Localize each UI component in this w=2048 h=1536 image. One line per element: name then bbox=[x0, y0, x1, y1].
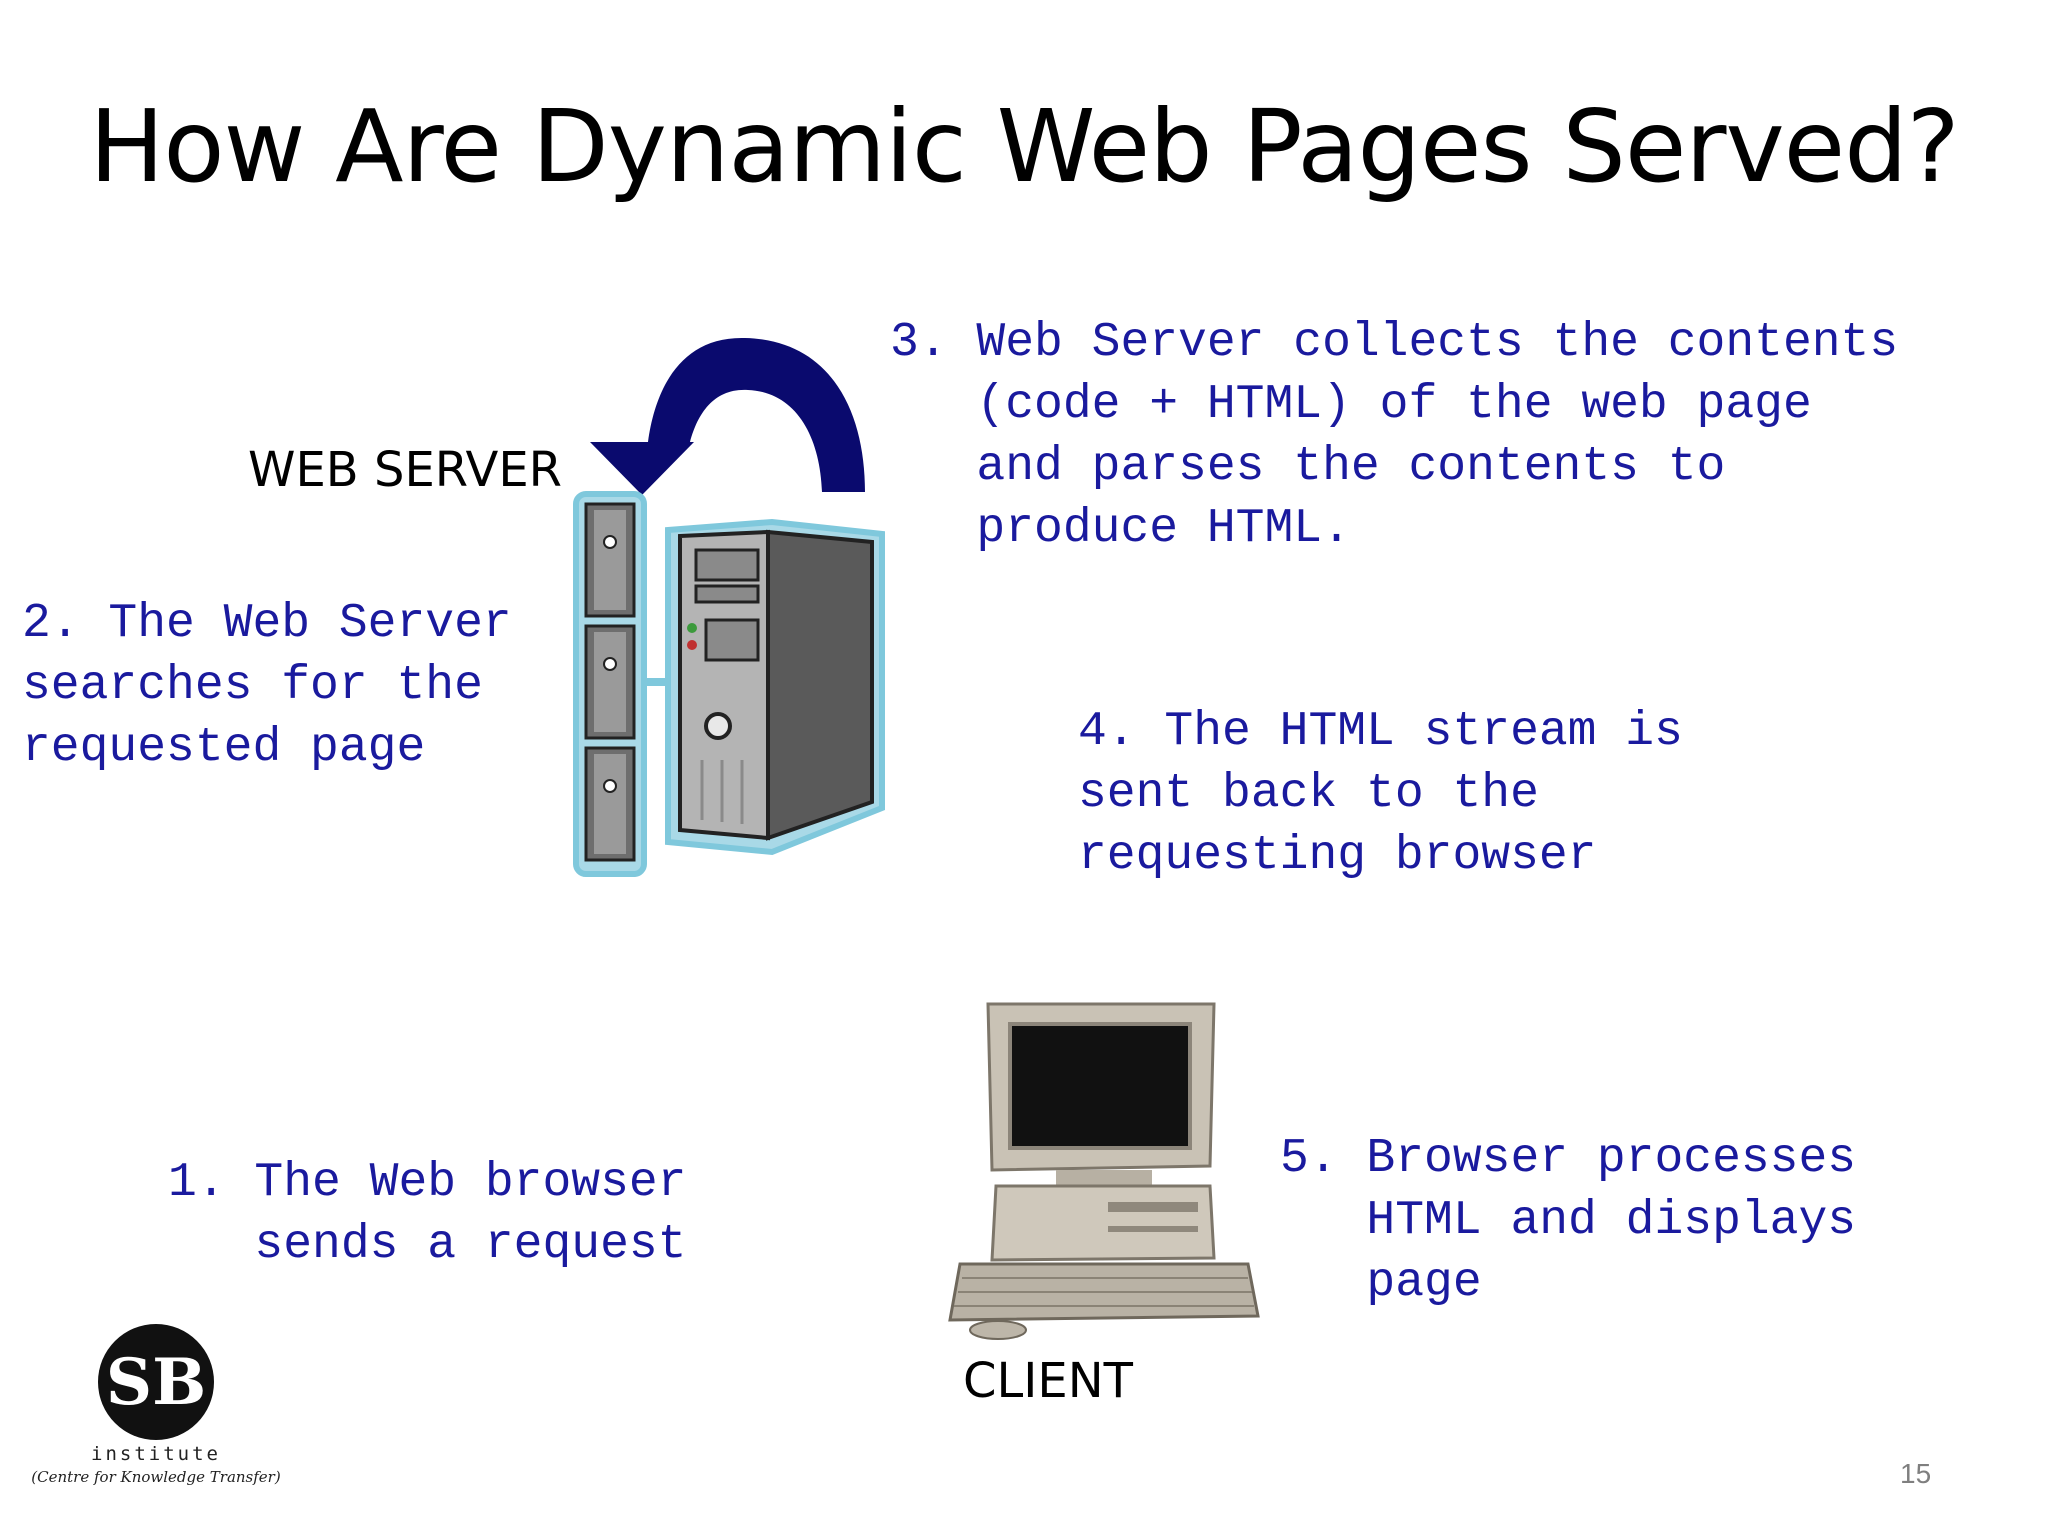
svg-text:(Centre for Knowledge Transfer: (Centre for Knowledge Transfer) bbox=[31, 1468, 281, 1486]
step-1-text: 1. The Web browser sends a request bbox=[168, 1156, 687, 1272]
svg-text:SB: SB bbox=[106, 1345, 206, 1420]
step-4-text: 4. The HTML stream is sent back to the r… bbox=[1078, 705, 1683, 883]
page-number: 15 bbox=[1900, 1458, 1932, 1489]
step-2-text: 2. The Web Server searches for the reque… bbox=[22, 597, 512, 775]
curved-arrow-icon bbox=[590, 337, 865, 495]
web-server-icon bbox=[573, 491, 885, 877]
svg-text:institute: institute bbox=[91, 1443, 221, 1465]
step-3-text: 3. Web Server collects the contents (cod… bbox=[890, 316, 1899, 556]
institute-logo: SB institute (Centre for Knowledge Trans… bbox=[28, 1318, 288, 1488]
client-label: CLIENT bbox=[963, 1353, 1133, 1409]
sb-logo-icon: SB institute (Centre for Knowledge Trans… bbox=[31, 1324, 281, 1486]
client-computer-icon bbox=[948, 1002, 1260, 1340]
step-5-text: 5. Browser processes HTML and displays p… bbox=[1280, 1132, 1857, 1310]
slide-title: How Are Dynamic Web Pages Served? bbox=[89, 88, 1960, 205]
web-server-label: WEB SERVER bbox=[248, 442, 563, 498]
